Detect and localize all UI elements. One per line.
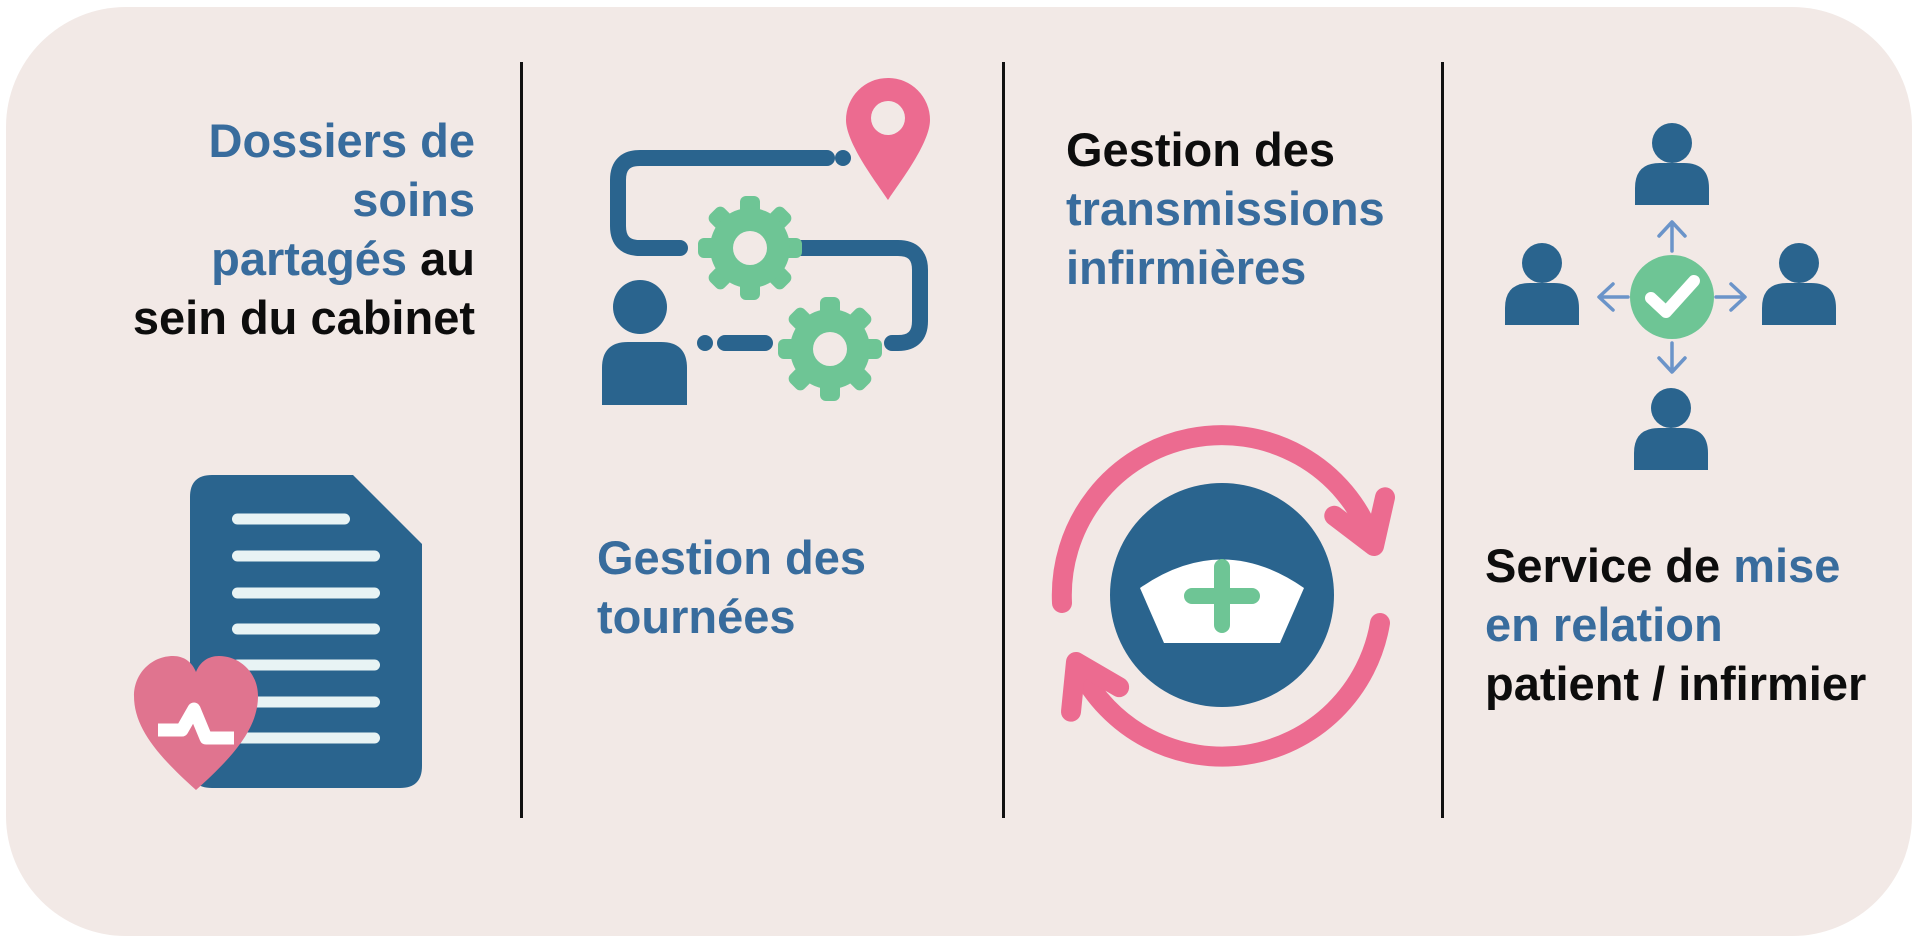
- title-text: mise: [1733, 539, 1841, 592]
- col3-title-line2: transmissions: [1066, 179, 1385, 238]
- title-text: Service de: [1485, 539, 1734, 592]
- location-pin-icon: [846, 77, 930, 200]
- route-dot: [835, 150, 851, 166]
- heart-pulse-icon: [134, 656, 258, 790]
- nurse-transmission-sync-icon: [1051, 425, 1396, 767]
- col4-title-line3: patient / infirmier: [1485, 654, 1866, 713]
- column-divider-1: [520, 62, 523, 818]
- col1-title-line3: partagés au: [60, 229, 475, 288]
- col1-title-line1: Dossiers de: [60, 111, 475, 170]
- col1-title-line2: soins: [60, 170, 475, 229]
- col1-title-line4: sein du cabinet: [60, 288, 475, 347]
- col3-title-line1: Gestion des: [1066, 120, 1385, 179]
- col2-title-line2: tournées: [597, 587, 866, 646]
- route-path: [610, 150, 835, 256]
- title-text: partagés: [211, 232, 408, 285]
- medical-cross-icon: [1184, 559, 1260, 633]
- title-text: transmissions: [1066, 182, 1385, 235]
- sync-arrows-icon: [1051, 425, 1396, 767]
- check-circle-icon: [1630, 255, 1714, 339]
- title-text: Dossiers de: [208, 114, 475, 167]
- title-text: patient / infirmier: [1485, 657, 1867, 710]
- route-path: [792, 240, 928, 351]
- col4-title-line2: en relation: [1485, 595, 1866, 654]
- person-icon: [602, 280, 687, 405]
- title-text: sein du cabinet: [132, 291, 475, 344]
- col4-title-line1: Service de mise: [1485, 536, 1866, 595]
- title-text: en relation: [1485, 598, 1723, 651]
- title-text: Gestion des: [1066, 123, 1336, 176]
- column-divider-3: [1441, 62, 1444, 818]
- title-text: Gestion des: [597, 531, 867, 584]
- col3-title-line3: infirmières: [1066, 238, 1385, 297]
- col2-title-line1: Gestion des: [597, 528, 866, 587]
- person-icon: [1762, 243, 1836, 325]
- title-text: tournées: [597, 590, 796, 643]
- route-planning-icon: [602, 77, 930, 405]
- col4-title: Service de mise en relation patient / in…: [1485, 536, 1866, 713]
- column-divider-2: [1002, 62, 1005, 818]
- people-matching-icon: [1505, 123, 1836, 470]
- route-dot: [697, 335, 713, 351]
- outward-arrows-icon: [1597, 220, 1747, 374]
- col2-title: Gestion des tournées: [597, 528, 866, 646]
- title-text: au: [407, 232, 475, 285]
- gear-icon: [778, 297, 882, 401]
- person-icon: [1635, 123, 1709, 205]
- title-text: infirmières: [1066, 241, 1307, 294]
- col1-title: Dossiers de soins partagés au sein du ca…: [60, 111, 475, 347]
- title-text: soins: [352, 173, 475, 226]
- person-icon: [1634, 388, 1708, 470]
- person-icon: [1505, 243, 1579, 325]
- gear-icon: [698, 196, 802, 300]
- col3-title: Gestion des transmissions infirmières: [1066, 120, 1385, 297]
